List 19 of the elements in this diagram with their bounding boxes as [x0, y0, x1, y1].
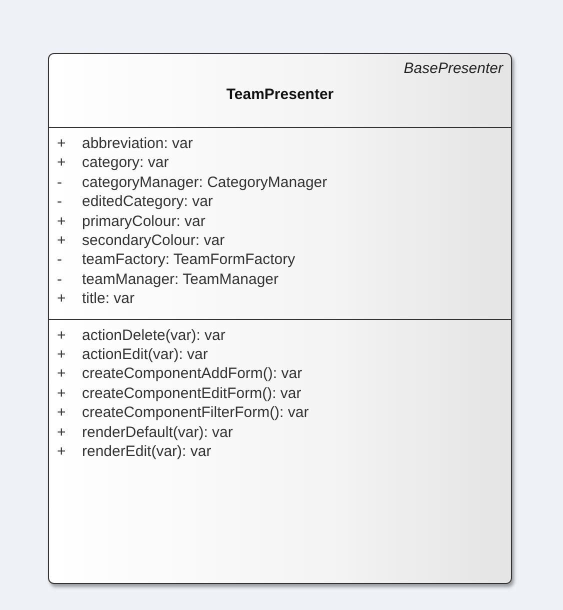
attribute-text: - teamFactory: TeamFormFactory — [57, 251, 296, 268]
method-text: + actionDelete(var): var — [57, 326, 226, 344]
parent-class-name: BasePresenter — [404, 60, 503, 77]
attribute-text: - categoryManager: CategoryManager — [57, 174, 328, 191]
method-text: + renderDefault(var): var — [57, 424, 233, 441]
attribute-text: - teamManager: TeamManager — [57, 270, 278, 288]
attribute-text: + category: var — [57, 154, 169, 172]
attribute-text: + secondaryColour: var — [57, 232, 225, 249]
method-text: + createComponentFilterForm(): var — [57, 404, 309, 422]
method-text: + createComponentAddForm(): var — [57, 365, 302, 382]
method-text: + actionEdit(var): var — [57, 346, 208, 363]
attribute-text: + title: var — [57, 290, 135, 308]
attribute-text: - editedCategory: var — [57, 193, 213, 210]
class-box — [48, 53, 512, 584]
class-name: TeamPresenter — [225, 86, 335, 103]
attribute-text: + primaryColour: var — [57, 212, 206, 230]
attribute-text: + abbreviation: var — [57, 135, 193, 152]
method-text: + renderEdit(var): var — [57, 443, 212, 460]
method-text: + createComponentEditForm(): var — [57, 384, 302, 402]
